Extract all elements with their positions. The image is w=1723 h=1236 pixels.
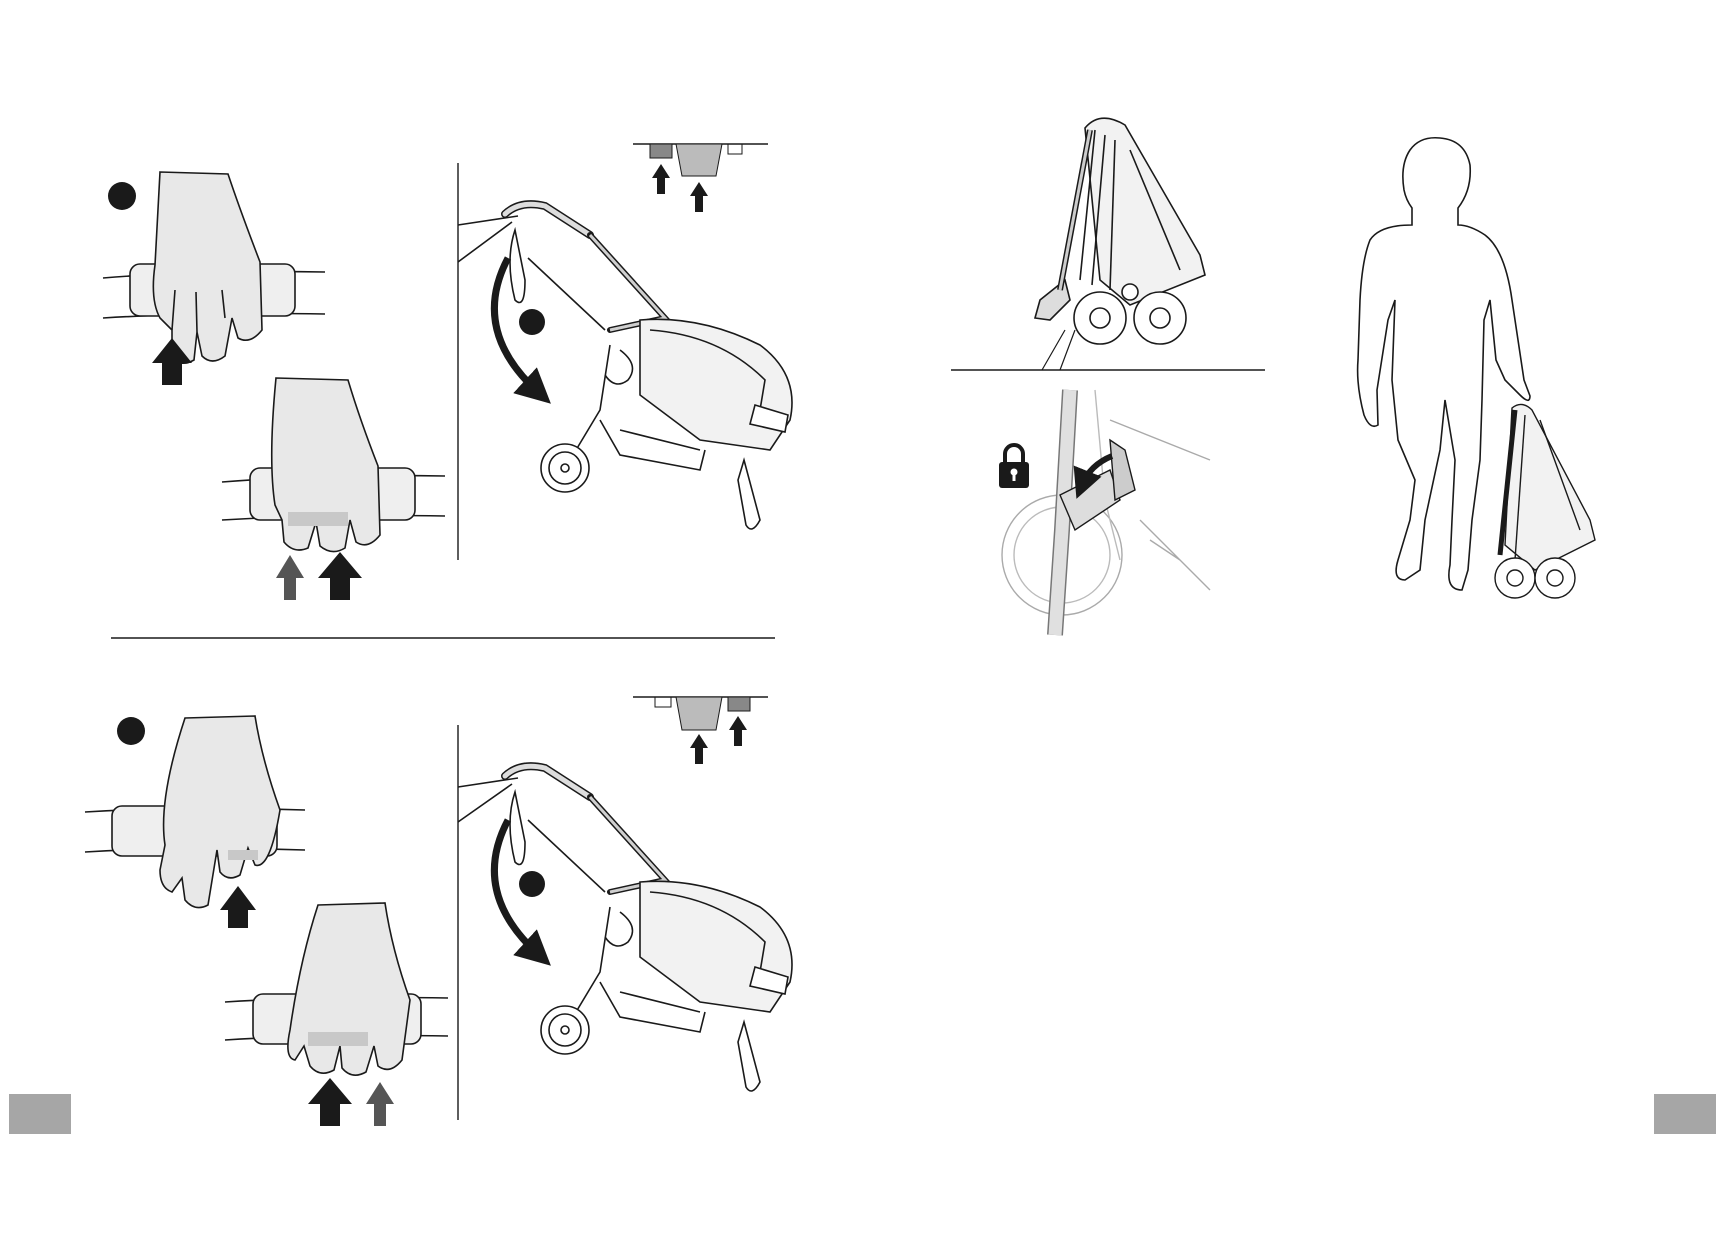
handle-buttons-detail-2 (633, 697, 768, 764)
step-2-section (85, 697, 792, 1126)
page-tab-right (1654, 1094, 1716, 1134)
step-2-number-marker (117, 717, 145, 745)
detail-callout-lines (1042, 330, 1075, 370)
page-tab-left (9, 1094, 71, 1134)
carried-folded-stroller (1495, 404, 1595, 598)
arrow-up-dark (318, 552, 362, 600)
hand-squeezing-handle-2 (222, 378, 445, 552)
hand-squeezing-handle-4 (225, 903, 448, 1075)
folded-stroller-illustration (1035, 118, 1205, 344)
arrow-up-dark (308, 1078, 352, 1126)
step-1-number-marker (108, 182, 136, 210)
handle-buttons-detail-1 (633, 144, 768, 212)
arrow-up-gray (366, 1082, 394, 1126)
fold-lock-detail (1002, 390, 1210, 635)
hand-squeezing-handle-3 (85, 716, 305, 908)
hand-squeezing-handle-1 (103, 172, 325, 363)
stroller-unfolded-2 (458, 766, 792, 1091)
step-1-stroller-marker (519, 309, 545, 335)
lock-icon (999, 445, 1029, 488)
stroller-unfolded-1 (458, 204, 792, 529)
arrow-up-dark (220, 886, 256, 928)
step-1-section (103, 144, 792, 600)
arrow-up-gray (276, 555, 304, 600)
step-2-stroller-marker (519, 871, 545, 897)
